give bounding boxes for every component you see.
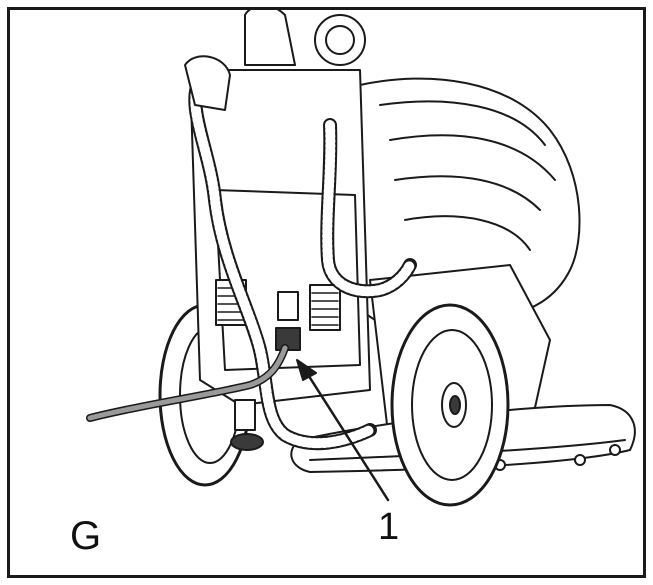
scrubber-rear-illustration (86, 10, 636, 507)
right-vent-slats (311, 292, 339, 326)
lid-ring-inner (325, 25, 355, 55)
drain-hose-ribs (190, 75, 375, 449)
housing-contour-3 (394, 175, 541, 211)
upper-socket (277, 291, 299, 321)
castor-wheel (230, 433, 264, 451)
castor-bracket (234, 399, 256, 431)
right-wheel-axle (449, 395, 461, 415)
figure-frame: G 1 (7, 7, 646, 578)
housing-contour-4 (404, 215, 531, 251)
handle-top (244, 10, 296, 66)
figure-letter: G (70, 514, 102, 558)
deck-bolt-2 (574, 454, 586, 466)
right-vent (309, 284, 341, 331)
callout-arrowhead (296, 359, 317, 381)
deck-bolt-3 (609, 444, 621, 456)
vacuum-hose-ribs (322, 120, 415, 297)
housing-contour-2 (389, 134, 556, 181)
power-cable-fill (87, 345, 288, 421)
callout-leader (303, 368, 390, 502)
callout-number-1: 1 (378, 506, 400, 548)
housing-contour-1 (379, 100, 546, 146)
hose-elbow (184, 55, 231, 111)
